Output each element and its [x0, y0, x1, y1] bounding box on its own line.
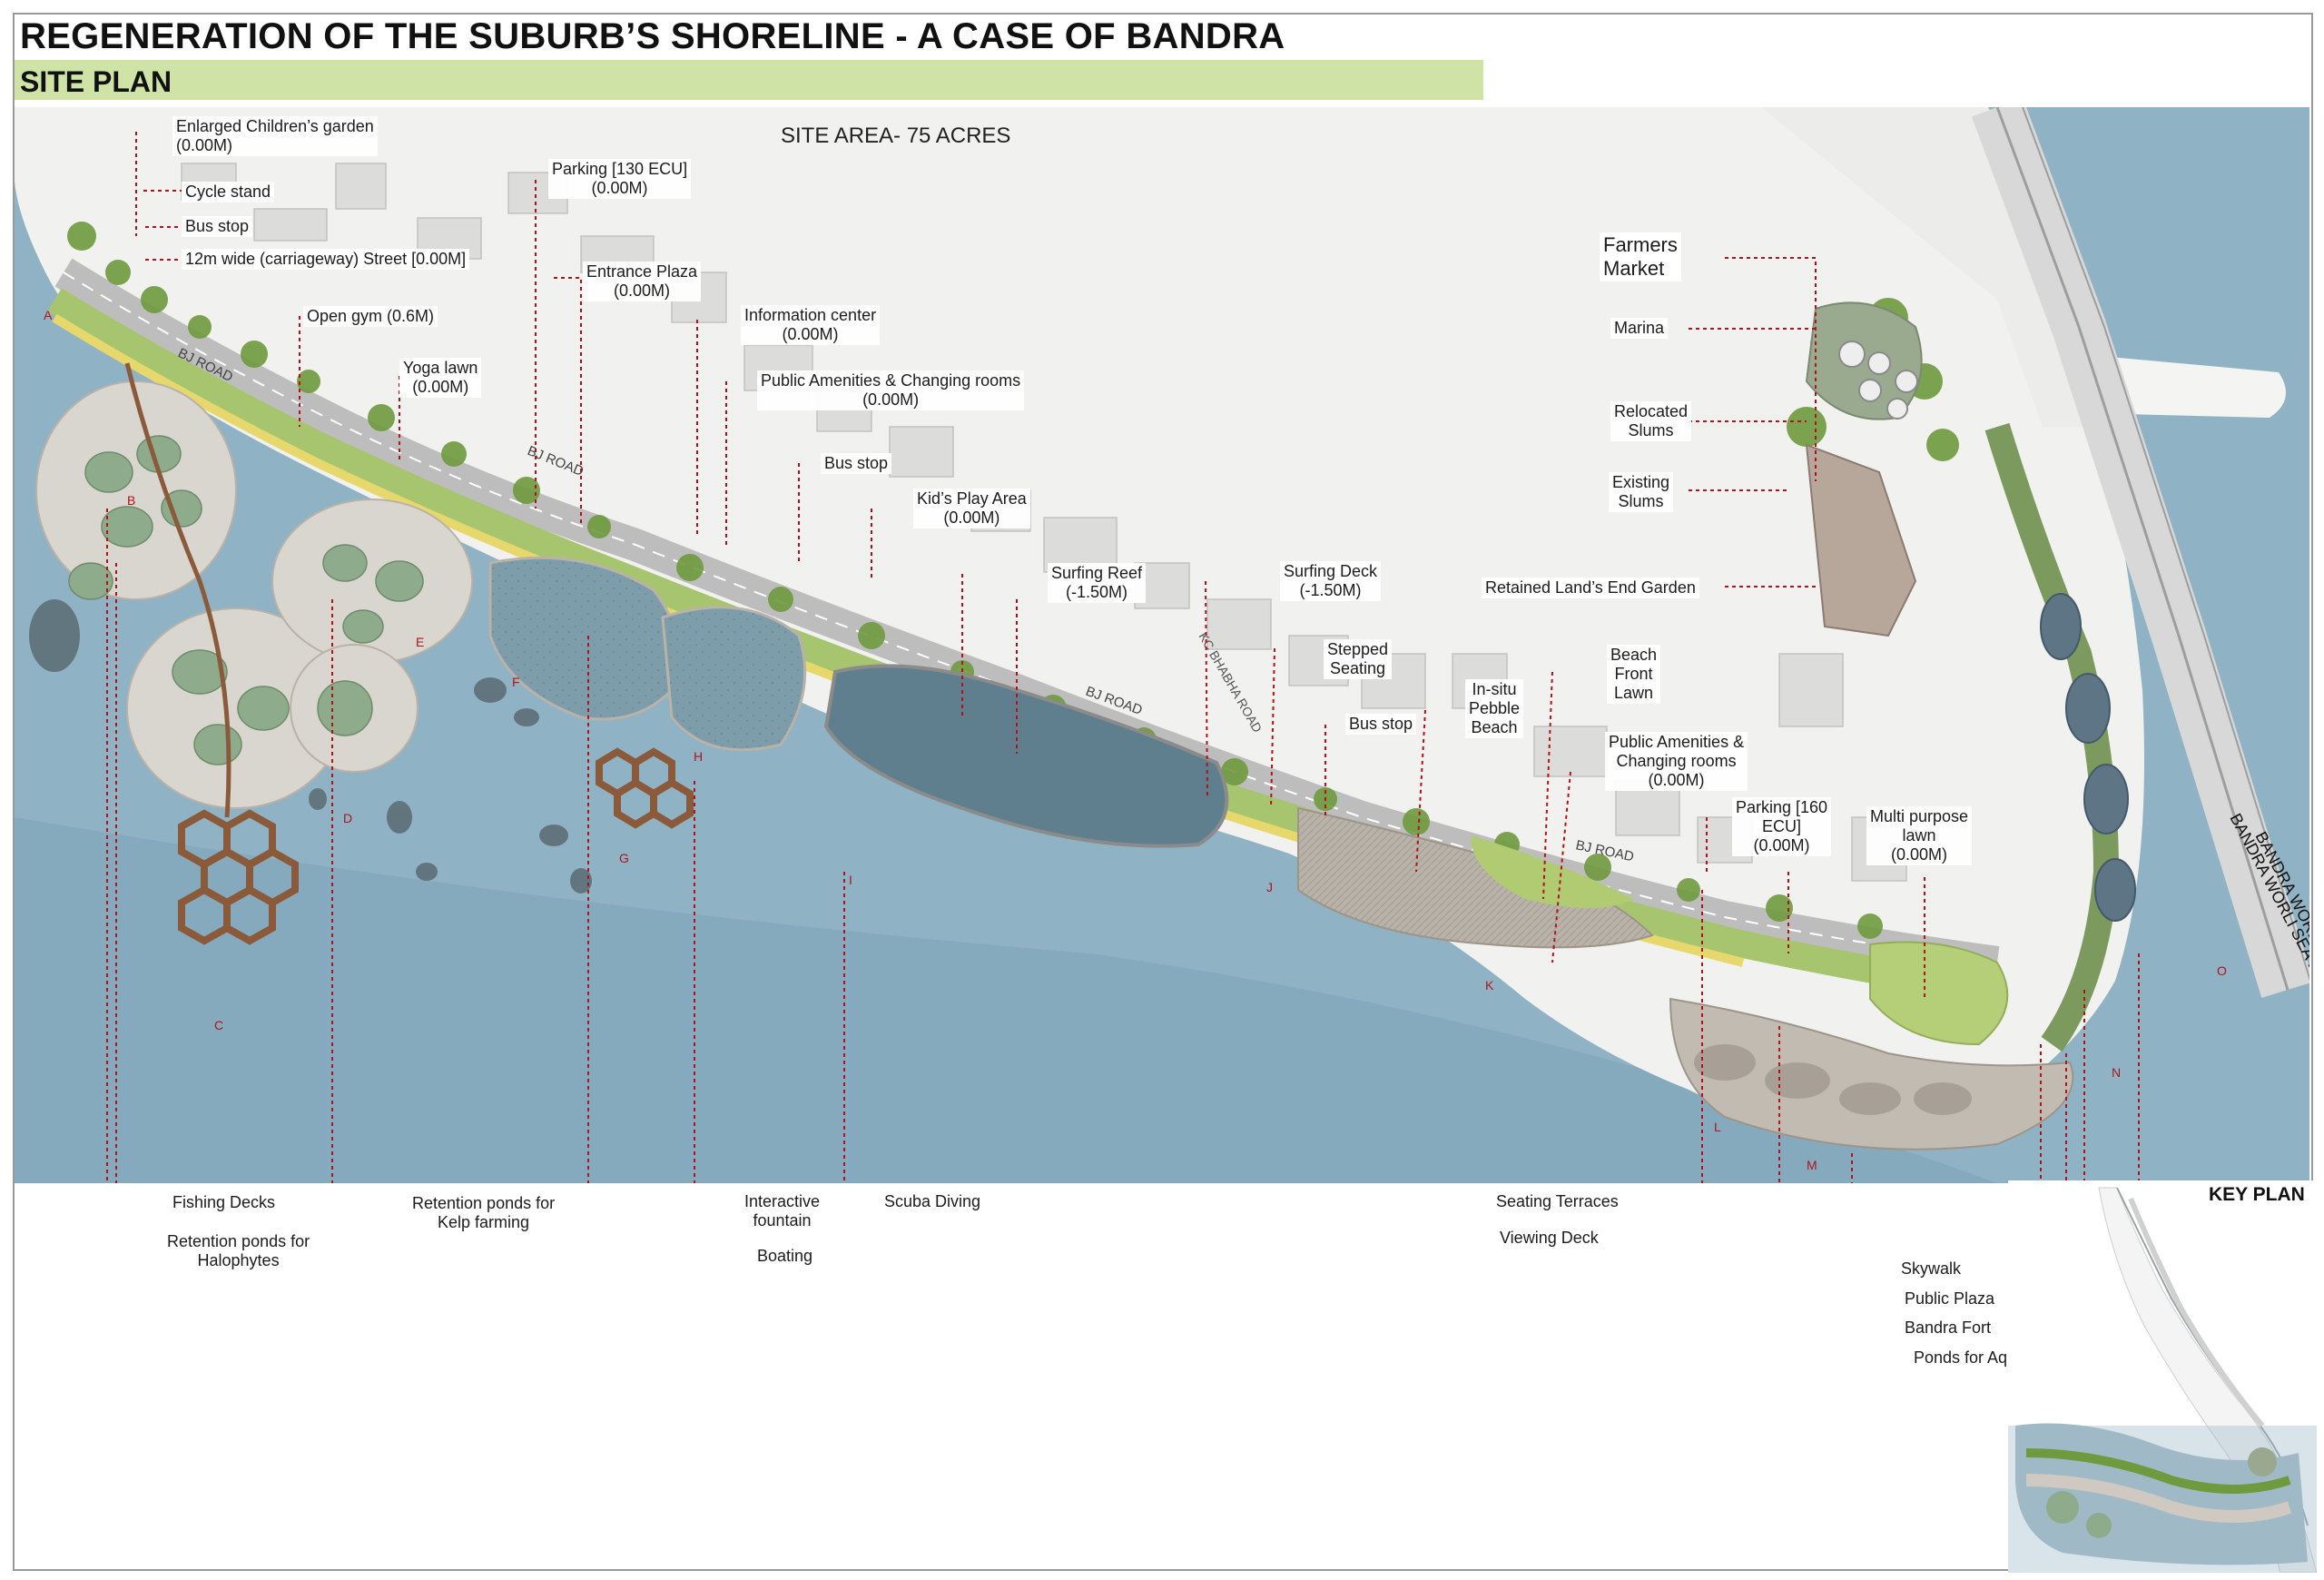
section-marker-h: H	[694, 749, 703, 764]
label-fishing-decks: Fishing Decks	[172, 1193, 276, 1211]
label-marina: Marina	[1610, 318, 1669, 339]
label-public-amenities-1: Public Amenities & Changing rooms (0.00M…	[757, 370, 1025, 410]
label-public-amenities-2: Public Amenities & Changing rooms (0.00M…	[1605, 732, 1748, 791]
section-marker-c: C	[214, 1018, 223, 1032]
label-multi-lawn: Multi purpose lawn (0.00M)	[1866, 806, 1973, 865]
aquaculture-ponds	[2040, 593, 2136, 922]
section-marker-i: I	[849, 873, 852, 887]
fishing-deck-hexagons	[178, 747, 694, 945]
section-marker-g: G	[619, 851, 629, 865]
label-pebble-beach: In-situ Pebble Beach	[1465, 679, 1524, 738]
label-beach-lawn: Beach Front Lawn	[1607, 645, 1661, 704]
label-kelp: Retention ponds for Kelp farming	[412, 1194, 556, 1231]
section-marker-a: A	[44, 308, 53, 322]
label-bandra-fort: Bandra Fort	[1905, 1318, 1992, 1337]
label-boating: Boating	[757, 1247, 813, 1265]
wetland-boardwalk	[124, 362, 231, 818]
multipurpose-lawn	[1869, 941, 2009, 1046]
label-farmers-market: Farmers Market	[1600, 232, 1681, 281]
label-skywalk: Skywalk	[1901, 1259, 1962, 1278]
relocated-slums	[1805, 301, 1923, 420]
section-marker-e: E	[416, 635, 424, 649]
key-plan-map	[2008, 1180, 2317, 1573]
section-marker-o: O	[2217, 963, 2227, 978]
key-plan-title: KEY PLAN	[2209, 1184, 2305, 1205]
label-open-gym: Open gym (0.6M)	[303, 306, 438, 327]
label-public-plaza: Public Plaza	[1905, 1289, 1995, 1308]
sea-shading	[15, 817, 1997, 1183]
label-interactive-fountain: Interactive fountain	[744, 1192, 821, 1229]
site-area-label: SITE AREA- 75 ACRES	[781, 123, 1011, 148]
label-surfing-deck: Surfing Deck (-1.50M)	[1280, 561, 1382, 601]
label-seating-terraces: Seating Terraces	[1496, 1192, 1619, 1210]
section-marker-l: L	[1714, 1120, 1721, 1134]
page-subtitle: SITE PLAN	[20, 65, 172, 98]
leader-lines	[106, 132, 2140, 1183]
label-halophytes: Retention ponds for Halophytes	[167, 1232, 310, 1269]
label-relocated-slums: Relocated Slums	[1610, 401, 1692, 441]
skywalk-ribbon	[1984, 422, 2120, 1052]
section-marker-m: M	[1807, 1158, 1817, 1172]
bandra-fort	[1805, 443, 1917, 637]
label-parking-130: Parking [130 ECU] (0.00M)	[548, 159, 692, 199]
label-stepped-seating: Stepped Seating	[1324, 639, 1393, 679]
label-kids-play: Kid’s Play Area (0.00M)	[913, 489, 1030, 528]
label-yoga-lawn: Yoga lawn (0.00M)	[399, 358, 482, 398]
label-bus-stop-1: Bus stop	[182, 216, 253, 237]
section-markers: A B C D E F G H I J K L M N O	[44, 308, 2227, 1172]
terrace-pods	[1694, 1044, 1972, 1115]
label-childrens-garden: Enlarged Children’s garden (0.00M)	[172, 116, 378, 156]
label-parking-160: Parking [160 ECU] (0.00M)	[1732, 797, 1832, 856]
surfing-reef-pool	[823, 664, 1229, 848]
subtitle-band	[15, 60, 1483, 100]
retention-basin	[661, 606, 807, 752]
section-marker-k: K	[1485, 978, 1494, 992]
label-surfing-reef: Surfing Reef (-1.50M)	[1048, 563, 1147, 603]
page-title: REGENERATION OF THE SUBURB’S SHORELINE -…	[20, 16, 1285, 56]
label-cycle-stand: Cycle stand	[182, 182, 275, 202]
label-lands-end: Retained Land’s End Garden	[1482, 578, 1699, 598]
site-plan-drawing: BJ ROAD BJ ROAD BJ ROAD BJ ROAD KC BHABH…	[15, 107, 2309, 1183]
label-existing-slums: Existing Slums	[1609, 472, 1674, 512]
pebble-beach	[1297, 806, 1654, 949]
section-marker-d: D	[343, 811, 352, 825]
label-bus-stop-2: Bus stop	[821, 453, 892, 474]
marina-pods	[1838, 341, 1918, 420]
label-info-center: Information center (0.00M)	[741, 305, 881, 345]
label-viewing-deck: Viewing Deck	[1500, 1229, 1599, 1247]
label-entrance-plaza: Entrance Plaza (0.00M)	[583, 262, 702, 301]
section-marker-j: J	[1266, 880, 1273, 894]
label-bus-stop-3: Bus stop	[1345, 714, 1417, 735]
section-marker-n: N	[2112, 1065, 2121, 1080]
beach-lawn	[1471, 835, 1634, 908]
section-marker-b: B	[127, 493, 135, 508]
label-street: 12m wide (carriageway) Street [0.00M]	[182, 249, 470, 270]
sea-rocks	[29, 599, 592, 894]
section-marker-f: F	[512, 675, 520, 689]
seating-terraces	[1669, 997, 2074, 1150]
sheet-frame	[13, 13, 2313, 1571]
label-scuba: Scuba Diving	[884, 1192, 981, 1210]
